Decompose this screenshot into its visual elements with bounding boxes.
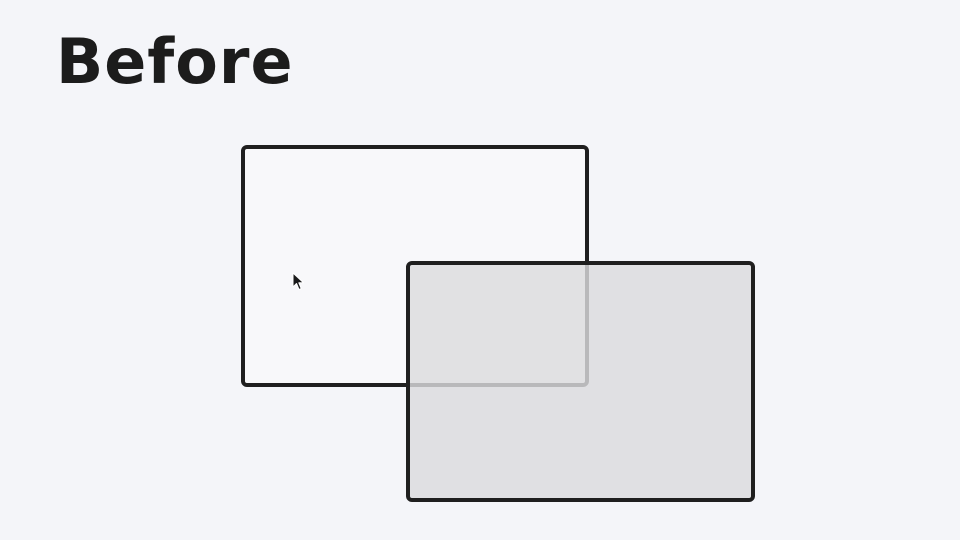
page-title: Before xyxy=(56,25,294,98)
rectangle-shape-front[interactable] xyxy=(406,261,755,502)
arrow-cursor-icon xyxy=(292,272,304,290)
